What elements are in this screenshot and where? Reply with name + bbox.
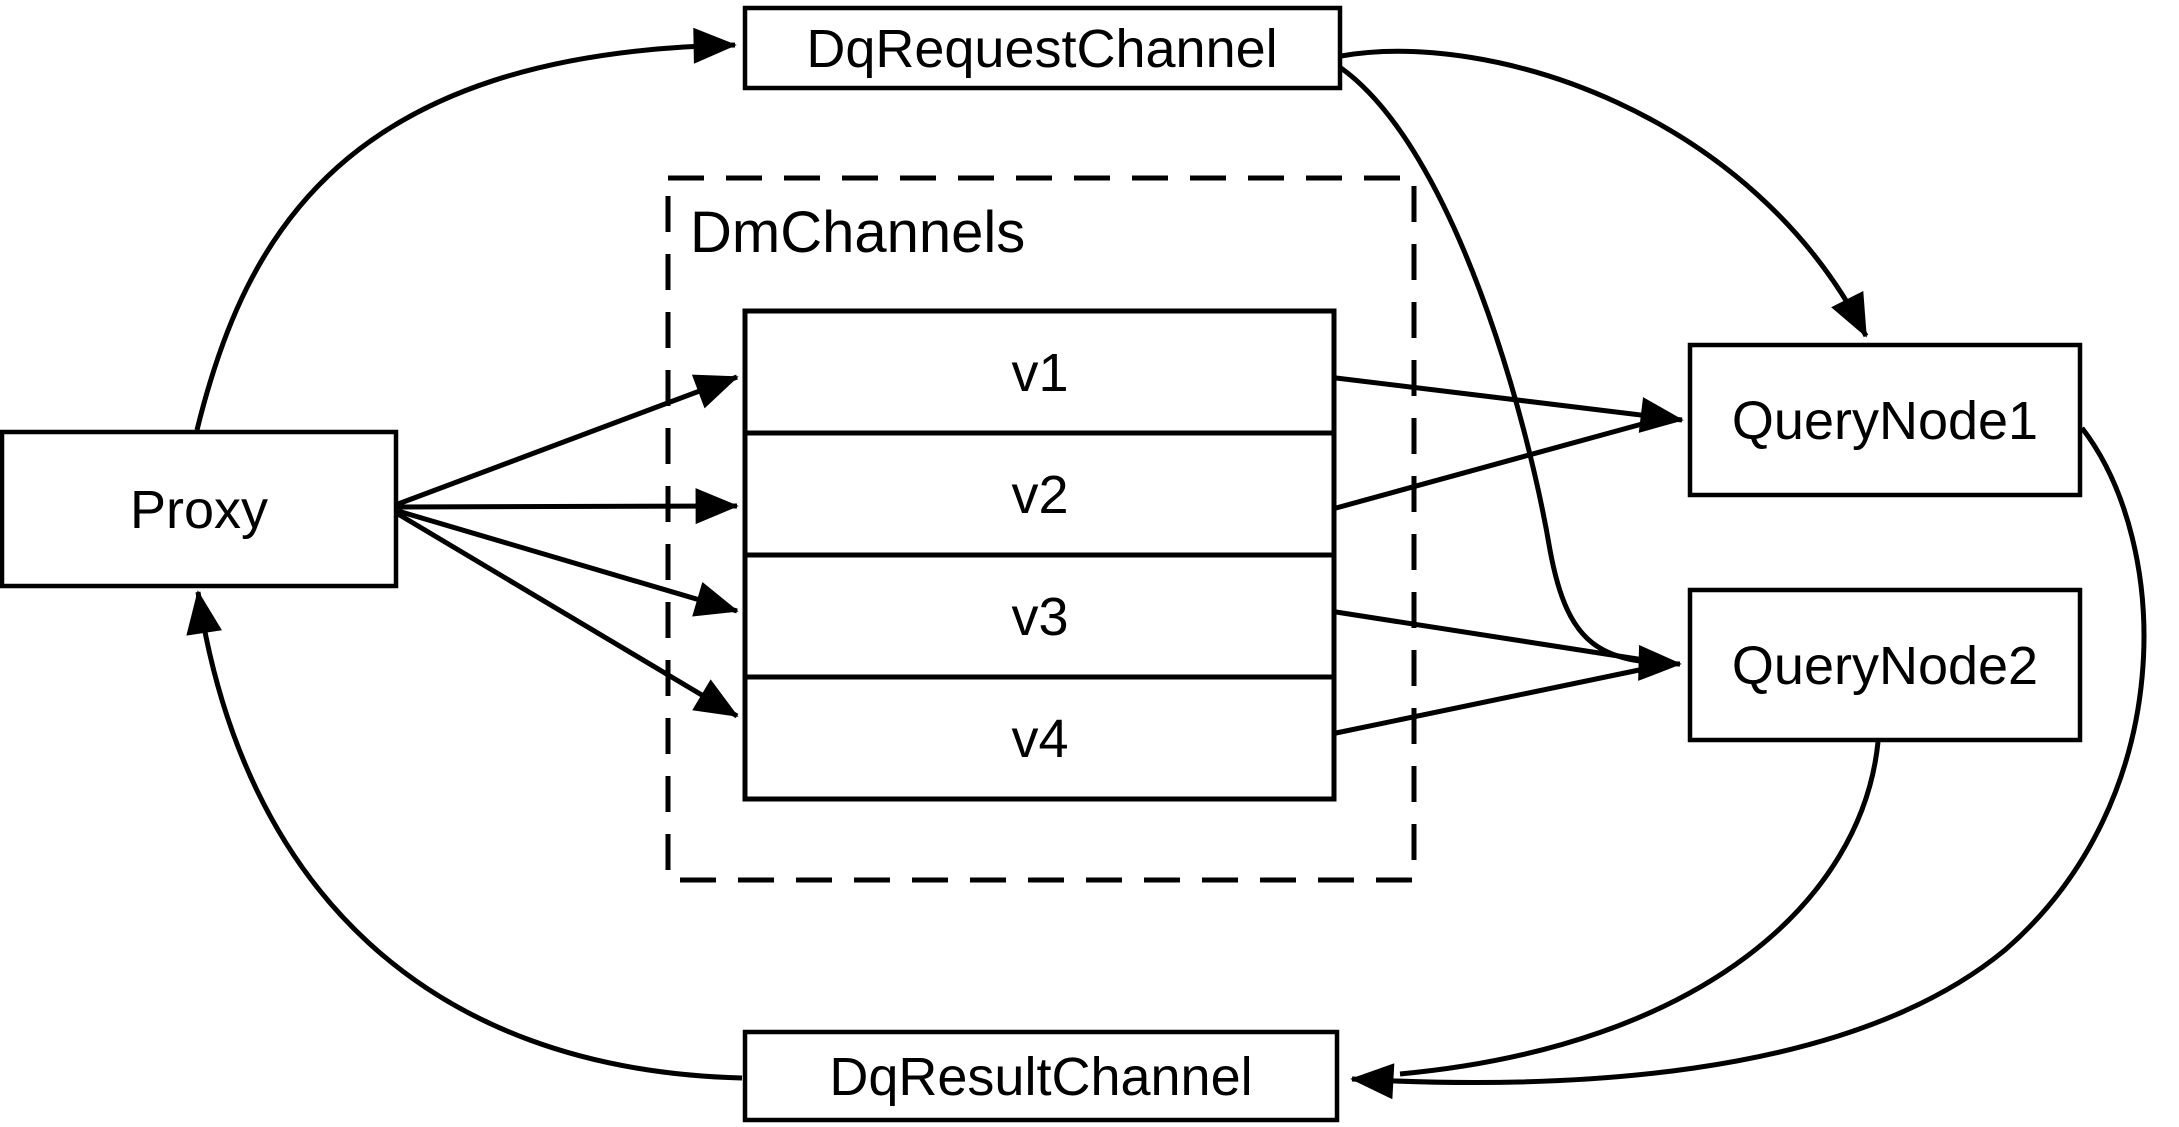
query-node-1-box [1687, 342, 2083, 498]
node-proxy: Proxy [0, 429, 399, 589]
edge-v3-to-querynode2 [1335, 609, 1645, 663]
query-node-2-label: QueryNode2 [1732, 636, 2038, 696]
proxy-label: Proxy [130, 480, 268, 540]
dq-result-channel-box [742, 1029, 1340, 1123]
channel-v1-label: v1 [1011, 343, 1068, 403]
edge-v2-to-querynode1 [1335, 421, 1643, 511]
node-dq-result-channel: DqResultChannel [742, 1029, 1340, 1123]
dq-result-channel-label: DqResultChannel [829, 1047, 1252, 1107]
channel-v4-label: v4 [1011, 709, 1068, 769]
edge-dqrequestchannel-to-querynode1 [1340, 48, 1869, 338]
dq-request-channel-box [742, 5, 1343, 91]
query-node-2-box [1687, 587, 2083, 743]
edge-v1-to-querynode1 [1335, 375, 1684, 433]
edge-proxy-to-v4 [396, 511, 739, 719]
query-node-1-label: QueryNode1 [1732, 391, 2038, 451]
node-query-node-1: QueryNode1 [1687, 342, 2083, 498]
edge-proxy-to-dqrequestchannel [194, 27, 737, 431]
edge-querynode1-to-dqresultchannel [1350, 426, 2147, 1100]
channel-v2-label: v2 [1011, 465, 1068, 525]
proxy-box [0, 429, 399, 589]
node-query-node-2: QueryNode2 [1687, 587, 2083, 743]
dm-channels-dashed-border [665, 175, 1417, 883]
edge-querynode2-to-dqresultchannel [1399, 741, 1881, 1077]
edge-proxy-to-v1 [397, 374, 739, 507]
edge-proxy-to-v2 [397, 488, 739, 525]
edge-dqresultchannel-to-proxy [186, 590, 743, 1081]
dq-request-channel-label: DqRequestChannel [806, 19, 1277, 79]
node-dq-request-channel: DqRequestChannel [742, 5, 1343, 91]
edge-dqrequestchannel-to-querynode2 [1339, 65, 1682, 681]
channel-v3-label: v3 [1011, 587, 1068, 647]
edge-proxy-to-v3 [397, 508, 739, 617]
dm-channels-label: DmChannels [690, 200, 1025, 265]
dm-channels-group: DmChannels v1 v2 v3 v4 [665, 175, 1417, 883]
edge-v4-to-querynode2 [1335, 666, 1645, 736]
